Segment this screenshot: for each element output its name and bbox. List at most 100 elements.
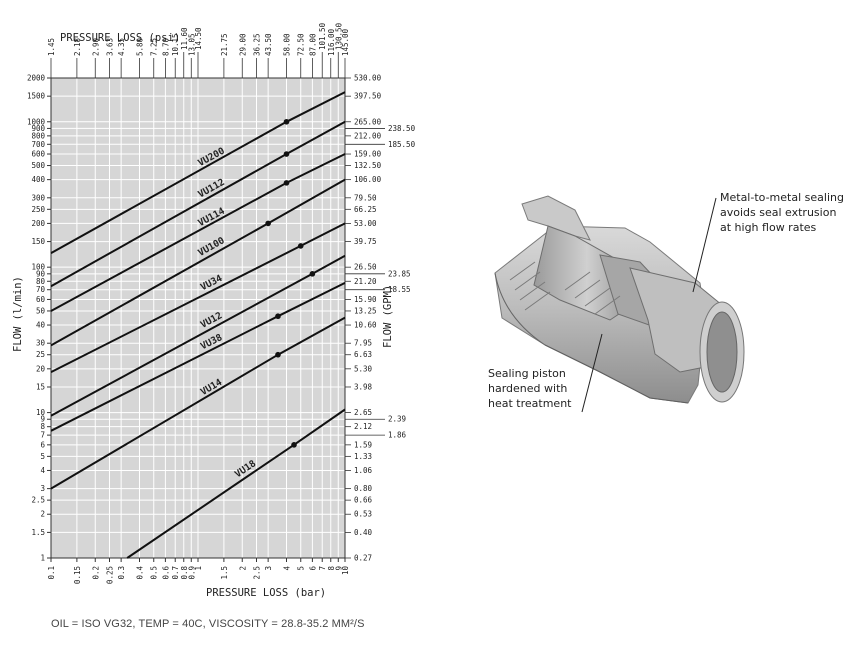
gpm-tick-label: 18.55 [388, 285, 411, 294]
series-marker-vu38 [275, 313, 281, 320]
series-marker-vu114 [283, 180, 290, 186]
x-tick-label: 9 [334, 566, 343, 571]
series-marker-vu18 [291, 442, 297, 448]
x-tick-label: 2.5 [252, 566, 261, 580]
callout-sealing-piston-line-1: Sealing piston [488, 367, 566, 380]
x-tick-label: 0.9 [187, 566, 196, 580]
y-tick-label: 2 [40, 510, 45, 519]
x-tick-label: 0.3 [117, 566, 126, 580]
y-tick-label: 7 [40, 431, 45, 440]
y-tick-label: 25 [36, 350, 45, 359]
gpm-tick-label: 79.50 [354, 193, 377, 202]
psi-tick-label: 101.50 [318, 22, 327, 50]
y-tick-label: 70 [36, 285, 46, 294]
x-tick-label: 5 [297, 566, 306, 571]
psi-tick-label: 36.25 [252, 33, 261, 56]
x-tick-label: 0.2 [91, 566, 100, 580]
gpm-tick-label: 3.98 [354, 382, 373, 391]
y-tick-label: 8 [40, 422, 45, 431]
y-tick-label: 1.5 [31, 528, 45, 537]
y-tick-label: 10 [36, 408, 46, 417]
gpm-tick-label: 0.27 [354, 554, 372, 563]
gpm-tick-label: 2.65 [354, 408, 372, 417]
gpm-tick-label: 106.00 [354, 175, 382, 184]
x-tick-label: 0.4 [136, 566, 145, 580]
y-tick-label: 500 [31, 161, 45, 170]
y-tick-label: 80 [36, 277, 46, 286]
y-tick-label: 20 [36, 364, 46, 373]
gpm-tick-label: 7.95 [354, 339, 372, 348]
test-conditions-footnote: OIL = ISO VG32, TEMP = 40C, VISCOSITY = … [51, 618, 365, 630]
x-tick-label: 0.7 [171, 566, 180, 580]
y-tick-label: 6 [40, 440, 45, 449]
x-tick-label: 0.8 [180, 566, 189, 580]
gpm-tick-label: 6.63 [354, 350, 372, 359]
series-marker-vu100 [265, 220, 271, 227]
y-tick-label: 1500 [27, 92, 46, 101]
x-tick-label: 3 [264, 566, 273, 571]
callout-sealing-piston-line-3: heat treatment [488, 397, 572, 410]
psi-tick-label: 87.00 [308, 33, 317, 56]
x-tick-label: 0.5 [150, 566, 159, 580]
gpm-tick-label: 5.30 [354, 364, 373, 373]
gpm-tick-label: 2.12 [354, 422, 372, 431]
x-tick-label: 1 [194, 566, 203, 571]
grid [50, 77, 346, 559]
y-tick-label: 250 [31, 205, 45, 214]
series-marker-vu34 [297, 243, 304, 249]
psi-tick-label: 21.75 [220, 33, 229, 56]
y-tick-label: 900 [31, 124, 45, 133]
left-axis-title: FLOW (l/min) [12, 276, 24, 352]
gpm-tick-label: 21.20 [354, 277, 377, 286]
series-marker-vu14 [275, 351, 281, 358]
callout-metal-sealing-line-1: Metal-to-metal sealing [720, 191, 844, 204]
psi-tick-label: 8.70 [161, 37, 170, 56]
gpm-tick-label: 1.06 [354, 466, 373, 475]
y-tick-label: 400 [31, 175, 45, 184]
y-tick-label: 9 [40, 415, 45, 424]
x-tick-label: 1.5 [220, 566, 229, 580]
gpm-tick-label: 238.50 [388, 124, 416, 133]
gpm-tick-label: 23.85 [388, 269, 411, 278]
series-marker-vu12 [309, 271, 316, 277]
psi-tick-label: 29.00 [238, 33, 247, 56]
gpm-tick-label: 15.90 [354, 295, 377, 304]
psi-tick-label: 7.25 [150, 38, 159, 56]
psi-tick-label: 14.50 [194, 27, 203, 50]
gpm-tick-label: 530.00 [354, 74, 382, 83]
y-tick-label: 5 [40, 452, 45, 461]
y-tick-label: 90 [36, 269, 46, 278]
y-tick-label: 15 [36, 382, 45, 391]
gpm-tick-label: 0.66 [354, 496, 373, 505]
psi-tick-label: 1.45 [47, 38, 56, 56]
x-tick-label: 2 [238, 566, 247, 571]
right-axis-title: FLOW (GPM) [382, 285, 394, 348]
x-tick-label: 0.6 [161, 566, 170, 580]
x-tick-label: 4 [283, 566, 292, 571]
y-tick-label: 40 [36, 321, 46, 330]
psi-tick-label: 43.50 [264, 33, 273, 56]
y-tick-label: 150 [31, 237, 45, 246]
x-tick-label: 7 [318, 566, 327, 571]
x-tick-label: 8 [327, 566, 336, 571]
psi-tick-label: 130.50 [334, 22, 343, 50]
callout-sealing-piston-line-2: hardened with [488, 382, 568, 395]
y-tick-label: 30 [36, 339, 46, 348]
psi-tick-label: 11.60 [180, 27, 189, 50]
callout-sealing-piston: Sealing piston hardened with heat treatm… [488, 366, 571, 411]
gpm-tick-label: 0.80 [354, 484, 373, 493]
valve-illustration [494, 195, 745, 413]
y-tick-label: 2.5 [31, 496, 45, 505]
y-tick-label: 300 [31, 193, 45, 202]
gpm-tick-label: 53.00 [354, 219, 377, 228]
x-tick-label: 0.15 [73, 566, 82, 584]
x-tick-label: 6 [308, 566, 317, 571]
top-axis-title: PRESSURE LOSS (psi) [60, 32, 180, 44]
gpm-tick-label: 132.50 [354, 161, 382, 170]
psi-tick-label: 72.50 [297, 33, 306, 56]
psi-tick-label: 5.80 [136, 37, 145, 56]
psi-tick-label: 3.63 [105, 38, 114, 56]
gpm-tick-label: 66.25 [354, 205, 377, 214]
callout-metal-sealing-line-2: avoids seal extrusion [720, 206, 837, 219]
gpm-tick-label: 265.00 [354, 117, 382, 126]
